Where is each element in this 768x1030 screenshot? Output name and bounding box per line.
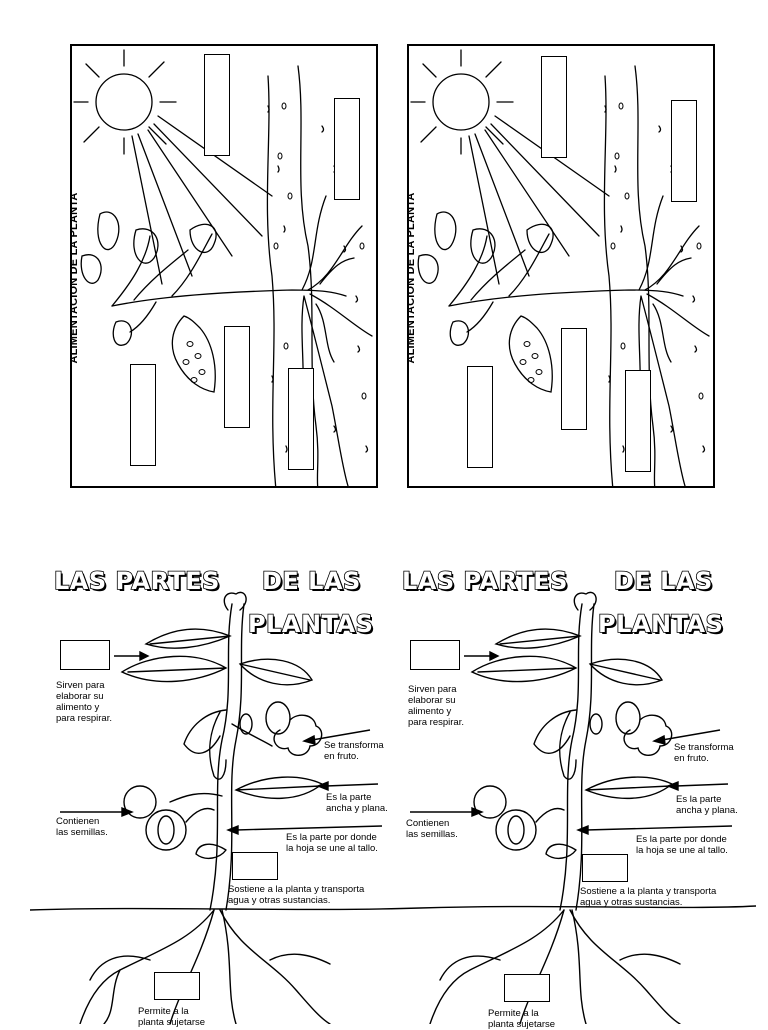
title-plantas: PLANTAS	[247, 609, 374, 639]
answer-box-stem[interactable]	[582, 854, 628, 882]
plant-feeding-drawing	[73, 49, 373, 486]
arrows-left	[60, 650, 383, 836]
note-flower: Se transforma en fruto.	[324, 740, 384, 762]
note-roots: Permite a la planta sujetarse	[138, 1006, 206, 1028]
note-leaf-blade: Es la parte ancha y plana.	[326, 792, 388, 814]
note-fruit: Contienen las semillas.	[406, 818, 458, 840]
plant-right	[429, 591, 681, 1024]
note-petiole: Es la parte por donde la hoja se une al …	[286, 832, 378, 854]
ground-line	[29, 905, 757, 911]
note-stem: Sostiene a la planta y transporta agua y…	[580, 886, 717, 908]
note-leaf-blade: Es la parte ancha y plana.	[676, 794, 738, 816]
label-box-fruit[interactable]	[467, 366, 493, 468]
plant-feeding-drawing	[410, 49, 710, 486]
label-box-sun[interactable]	[204, 54, 230, 156]
note-leaves: Sirven para elaborar su alimento y para …	[56, 680, 112, 724]
plant-left	[79, 591, 331, 1024]
label-box-sun[interactable]	[541, 56, 567, 158]
answer-box-leaves[interactable]	[410, 640, 460, 670]
title-de-las: DE LAS	[261, 566, 361, 596]
title-las-partes: LAS PARTES	[401, 566, 568, 596]
label-box-roots[interactable]	[288, 368, 314, 470]
label-box-leaves[interactable]	[561, 328, 587, 430]
note-stem: Sostiene a la planta y transporta agua y…	[228, 884, 365, 906]
label-box-water[interactable]	[671, 100, 697, 202]
answer-box-stem[interactable]	[232, 852, 278, 880]
label-box-fruit[interactable]	[130, 364, 156, 466]
answer-box-roots[interactable]	[504, 974, 550, 1002]
label-box-water[interactable]	[334, 98, 360, 200]
worksheet-vertical-title: ALIMENTACIÓN DE LA PLANTA	[70, 192, 80, 364]
title-de-las: DE LAS	[613, 566, 713, 596]
note-roots: Permite a la planta sujetarse	[488, 1008, 556, 1030]
note-flower: Se transforma en fruto.	[674, 742, 734, 764]
plant-parts-drawing	[29, 591, 757, 1024]
worksheet-left-feeding: ALIMENTACIÓN DE LA PLANTA	[70, 44, 378, 488]
label-box-leaves[interactable]	[224, 326, 250, 428]
worksheet-vertical-title: ALIMENTACIÓN DE LA PLANTA	[407, 192, 417, 364]
label-box-roots[interactable]	[625, 370, 651, 472]
note-petiole: Es la parte por donde la hoja se une al …	[636, 834, 728, 856]
worksheet-right-feeding: ALIMENTACIÓN DE LA PLANTA	[407, 44, 715, 488]
answer-box-roots[interactable]	[154, 972, 200, 1000]
note-leaves: Sirven para elaborar su alimento y para …	[408, 684, 464, 728]
title-las-partes: LAS PARTES	[53, 566, 220, 596]
title-plantas: PLANTAS	[597, 609, 724, 639]
note-fruit: Contienen las semillas.	[56, 816, 108, 838]
answer-box-leaves[interactable]	[60, 640, 110, 670]
arrows-right	[410, 650, 733, 836]
